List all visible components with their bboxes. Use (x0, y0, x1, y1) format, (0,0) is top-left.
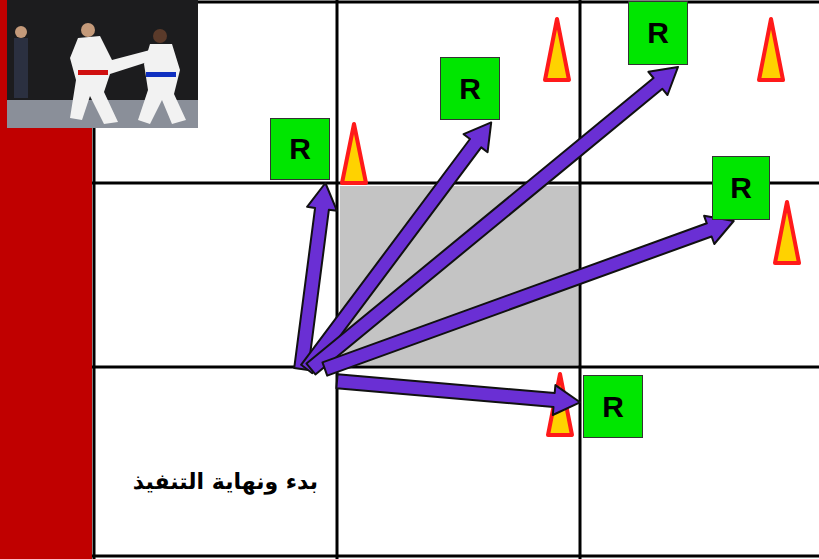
box-letter: R (602, 390, 624, 424)
r-box: R (712, 156, 770, 220)
run-arrow (323, 216, 734, 376)
r-box: R (628, 1, 688, 65)
r-box: R (440, 57, 500, 120)
r-box: R (583, 375, 643, 438)
box-letter: R (730, 171, 752, 205)
grid-lines (92, 0, 819, 559)
run-arrow (336, 374, 580, 415)
box-letter: R (647, 16, 669, 50)
r-box: R (270, 118, 330, 180)
box-letter: R (459, 72, 481, 106)
start-label: بدء ونهاية التنفيذ (133, 469, 318, 494)
karate-photo (7, 0, 198, 128)
start-area: بدء ونهاية التنفيذ (96, 369, 337, 555)
box-letter: R (289, 132, 311, 166)
